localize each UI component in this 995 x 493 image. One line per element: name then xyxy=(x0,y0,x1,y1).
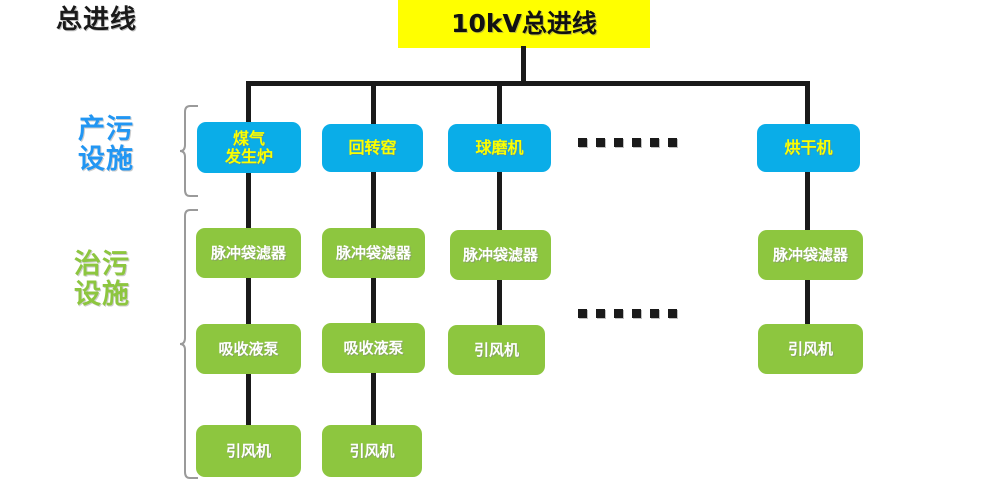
page-title: 总进线 xyxy=(56,5,138,35)
wire-bus-horizontal xyxy=(246,81,810,86)
ellipsis-dot xyxy=(596,138,605,147)
wire-col-1-seg-1 xyxy=(246,170,251,232)
wire-col-2-seg-3 xyxy=(371,373,376,428)
wire-drop-col-1 xyxy=(246,81,251,125)
ellipsis-treatment xyxy=(578,309,677,318)
wire-drop-col-3 xyxy=(497,81,502,125)
wire-col-1-seg-2 xyxy=(246,276,251,328)
node-main-incoming-line[interactable]: 10kV总进线 xyxy=(398,0,650,48)
wire-col-1-seg-3 xyxy=(246,373,251,428)
node-treatment-col-2-row-1[interactable]: 脉冲袋滤器 xyxy=(322,228,425,278)
ellipsis-dot xyxy=(650,138,659,147)
ellipsis-dot xyxy=(578,309,587,318)
node-source-col-1[interactable]: 煤气 发生炉 xyxy=(197,122,301,173)
section-label-pollution-producing: 产污 设施 xyxy=(78,114,134,176)
ellipsis-dot xyxy=(668,309,677,318)
wire-drop-col-4 xyxy=(805,81,810,125)
ellipsis-dot xyxy=(578,138,587,147)
ellipsis-dot xyxy=(632,309,641,318)
node-treatment-col-2-row-2[interactable]: 吸收液泵 xyxy=(322,323,425,373)
section-label-pollution-treating: 治污 设施 xyxy=(74,249,130,311)
wire-col-4-seg-2 xyxy=(805,276,810,328)
wire-col-2-seg-1 xyxy=(371,170,376,232)
node-treatment-col-2-row-3[interactable]: 引风机 xyxy=(322,425,422,477)
wire-col-2-seg-2 xyxy=(371,276,376,328)
node-treatment-col-3-row-1[interactable]: 脉冲袋滤器 xyxy=(450,230,551,280)
wire-col-3-seg-1 xyxy=(497,170,502,232)
node-source-col-4[interactable]: 烘干机 xyxy=(757,124,860,172)
node-treatment-col-1-row-3[interactable]: 引风机 xyxy=(196,425,301,477)
ellipsis-dot xyxy=(614,138,623,147)
wire-root-drop xyxy=(521,46,526,84)
ellipsis-dot xyxy=(668,138,677,147)
wire-col-4-seg-1 xyxy=(805,170,810,232)
node-treatment-col-3-row-2[interactable]: 引风机 xyxy=(448,325,545,375)
brace-pollution-treating xyxy=(178,208,200,480)
brace-pollution-producing xyxy=(178,104,200,198)
node-source-col-2[interactable]: 回转窑 xyxy=(322,124,423,172)
node-source-col-3[interactable]: 球磨机 xyxy=(448,124,551,172)
wire-col-3-seg-2 xyxy=(497,276,502,328)
node-treatment-col-1-row-1[interactable]: 脉冲袋滤器 xyxy=(196,228,301,278)
wire-drop-col-2 xyxy=(371,81,376,125)
ellipsis-dot xyxy=(596,309,605,318)
ellipsis-dot xyxy=(650,309,659,318)
node-treatment-col-4-row-1[interactable]: 脉冲袋滤器 xyxy=(758,230,863,280)
ellipsis-sources xyxy=(578,138,677,147)
node-treatment-col-4-row-2[interactable]: 引风机 xyxy=(758,324,863,374)
node-treatment-col-1-row-2[interactable]: 吸收液泵 xyxy=(196,324,301,374)
ellipsis-dot xyxy=(632,138,641,147)
ellipsis-dot xyxy=(614,309,623,318)
